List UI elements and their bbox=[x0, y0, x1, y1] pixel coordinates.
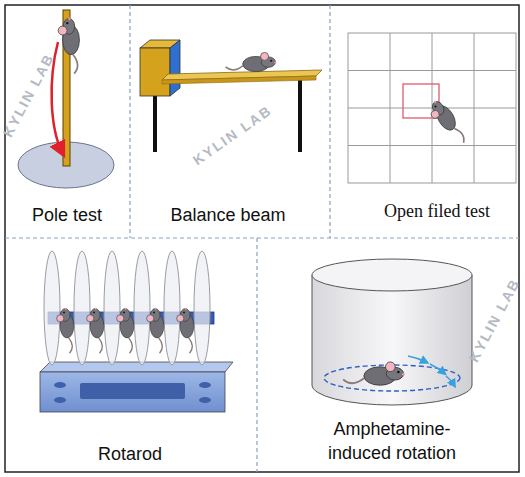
watermark: KYLIN LAB bbox=[189, 102, 274, 168]
test-panel: Balance beam bbox=[130, 5, 330, 238]
panel-label: Open filed test bbox=[347, 199, 525, 223]
rotarod-figure bbox=[40, 251, 233, 412]
test-panel: Open filed test bbox=[330, 5, 519, 238]
panel-label: Pole test bbox=[8, 203, 126, 227]
test-panel: Pole test bbox=[5, 5, 130, 238]
watermark: KYLIN LAB bbox=[465, 275, 523, 364]
watermark: KYLIN LAB bbox=[0, 50, 57, 139]
panel-label: Amphetamine- induced rotation bbox=[317, 417, 467, 465]
test-panel: Rotarod bbox=[5, 238, 257, 472]
panel-label: Rotarod bbox=[30, 442, 230, 466]
panel-label: Balance beam bbox=[133, 203, 323, 227]
frame bbox=[5, 5, 519, 472]
open-field-figure bbox=[348, 33, 516, 183]
rotation-cylinder-figure bbox=[312, 259, 472, 405]
